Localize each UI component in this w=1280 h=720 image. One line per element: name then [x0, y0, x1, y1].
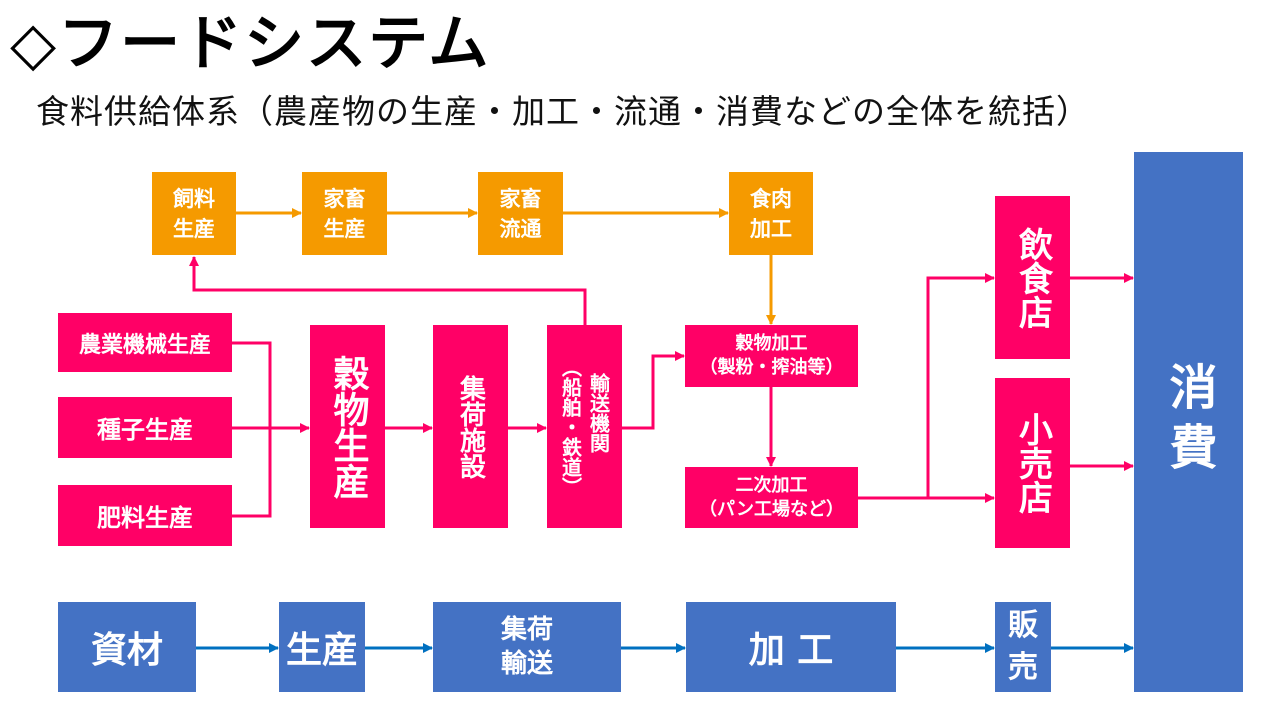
connector-fertilizer — [232, 428, 272, 518]
restaurants-label: 飲食店 — [1012, 226, 1053, 329]
materials-box: 資材 — [58, 602, 196, 692]
feed-production-line1: 飼料 — [173, 186, 215, 211]
seed-production-box: 種子生産 — [58, 397, 232, 458]
livestock-production-line2: 生産 — [323, 216, 366, 241]
feed-production-box: 飼料生産 — [152, 172, 236, 255]
feed-production-line2: 生産 — [173, 216, 215, 241]
connector-machinery — [232, 341, 272, 428]
grain-production-label: 穀物生産 — [327, 354, 369, 499]
farm-machinery-box: 農業機械生産 — [58, 313, 232, 372]
sales-line2: 売 — [1008, 650, 1038, 685]
secondary-processing-detail: （パン工場など） — [699, 498, 844, 520]
consumption-box: 消費 — [1134, 152, 1243, 692]
transport-box: 輸送機関 （船舶・鉄道） — [547, 325, 622, 528]
meat-processing-line1: 食肉 — [750, 186, 792, 211]
seed-production-label: 種子生産 — [97, 416, 193, 444]
collection-transport-line2: 輸送 — [500, 649, 553, 679]
transport-main-label: 輸送機関 — [586, 372, 611, 453]
transport-sub-label: （船舶・鉄道） — [558, 356, 583, 497]
arrow-transport-to-processing — [622, 351, 685, 430]
arrow-secondary-to-restaurant — [926, 273, 995, 498]
livestock-distribution-line2: 流通 — [499, 216, 542, 241]
page-title: ◇フードシステム — [10, 9, 491, 79]
consumption-label: 消費 — [1160, 362, 1217, 482]
retail-stores-box: 小売店 — [995, 378, 1070, 548]
materials-label: 資材 — [90, 630, 163, 671]
collection-transport-box: 集荷輸送 — [433, 602, 621, 692]
processing-label: 加 工 — [748, 630, 834, 671]
meat-processing-line2: 加工 — [750, 216, 792, 241]
grain-processing-detail: （製粉・搾油等） — [699, 357, 844, 378]
collection-transport-line1: 集荷 — [500, 615, 553, 645]
arrow-transport-to-feed — [189, 256, 587, 325]
collection-facility-box: 集荷施設 — [433, 325, 508, 528]
livestock-distribution-box: 家畜流通 — [478, 172, 563, 255]
livestock-production-line1: 家畜 — [323, 186, 366, 211]
livestock-distribution-line1: 家畜 — [499, 186, 542, 211]
fertilizer-production-box: 肥料生産 — [58, 485, 232, 546]
sales-line1: 販 — [1008, 608, 1038, 643]
processing-box: 加 工 — [686, 602, 896, 692]
fertilizer-production-label: 肥料生産 — [97, 504, 193, 532]
retail-stores-label: 小売店 — [1012, 412, 1053, 514]
livestock-production-box: 家畜生産 — [302, 172, 387, 255]
production-box: 生産 — [279, 602, 365, 692]
grain-processing-box: 穀物加工 （製粉・搾油等） — [685, 325, 858, 387]
production-label: 生産 — [285, 630, 358, 671]
grain-production-box: 穀物生産 — [310, 325, 385, 528]
collection-facility-label: 集荷施設 — [455, 374, 486, 479]
page-subtitle: 食料供給体系（農産物の生産・加工・流通・消費などの全体を統括） — [36, 92, 1090, 131]
farm-machinery-label: 農業機械生産 — [78, 332, 211, 358]
secondary-processing-title: 二次加工 — [735, 474, 808, 496]
sales-box: 販売 — [995, 602, 1051, 692]
secondary-processing-box: 二次加工（パン工場など） — [685, 467, 858, 528]
grain-processing-title: 穀物加工 — [735, 333, 808, 354]
restaurants-box: 飲食店 — [995, 196, 1070, 359]
meat-processing-box: 食肉加工 — [729, 172, 813, 255]
